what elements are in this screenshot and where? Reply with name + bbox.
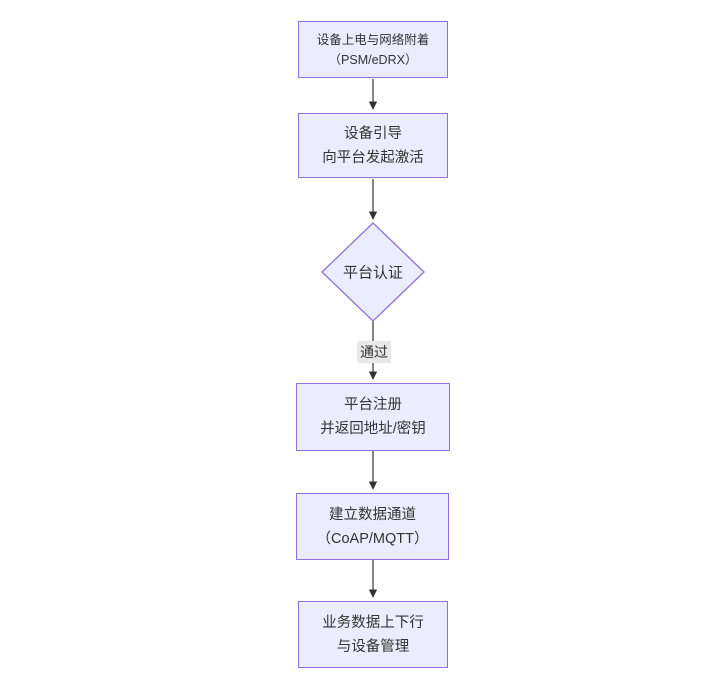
node-line: 并返回地址/密钥 xyxy=(320,421,426,437)
node-device-boot: 设备引导 向平台发起激活 xyxy=(298,113,448,178)
node-line: 设备引导 xyxy=(344,125,402,142)
node-line: 向平台发起激活 xyxy=(322,149,424,166)
node-platform-auth-label: 平台认证 xyxy=(342,264,404,282)
node-line: 业务数据上下行 xyxy=(322,614,424,631)
decision-diamond-shape xyxy=(321,222,425,322)
node-line: 设备上电与网络附着 xyxy=(316,32,430,47)
node-line: 与设备管理 xyxy=(336,638,410,655)
edge-label-pass: 通过 xyxy=(357,341,391,363)
node-business-data: 业务数据上下行 与设备管理 xyxy=(298,601,448,668)
node-power-attach: 设备上电与网络附着 （PSM/eDRX） xyxy=(298,21,448,78)
node-line: 建立数据通道 xyxy=(329,506,416,523)
node-data-channel: 建立数据通道 （CoAP/MQTT） xyxy=(296,493,449,560)
node-line: （CoAP/MQTT） xyxy=(316,530,429,547)
node-line: （PSM/eDRX） xyxy=(328,52,418,67)
node-line: 平台注册 xyxy=(344,397,402,413)
node-platform-register: 平台注册 并返回地址/密钥 xyxy=(296,383,450,451)
